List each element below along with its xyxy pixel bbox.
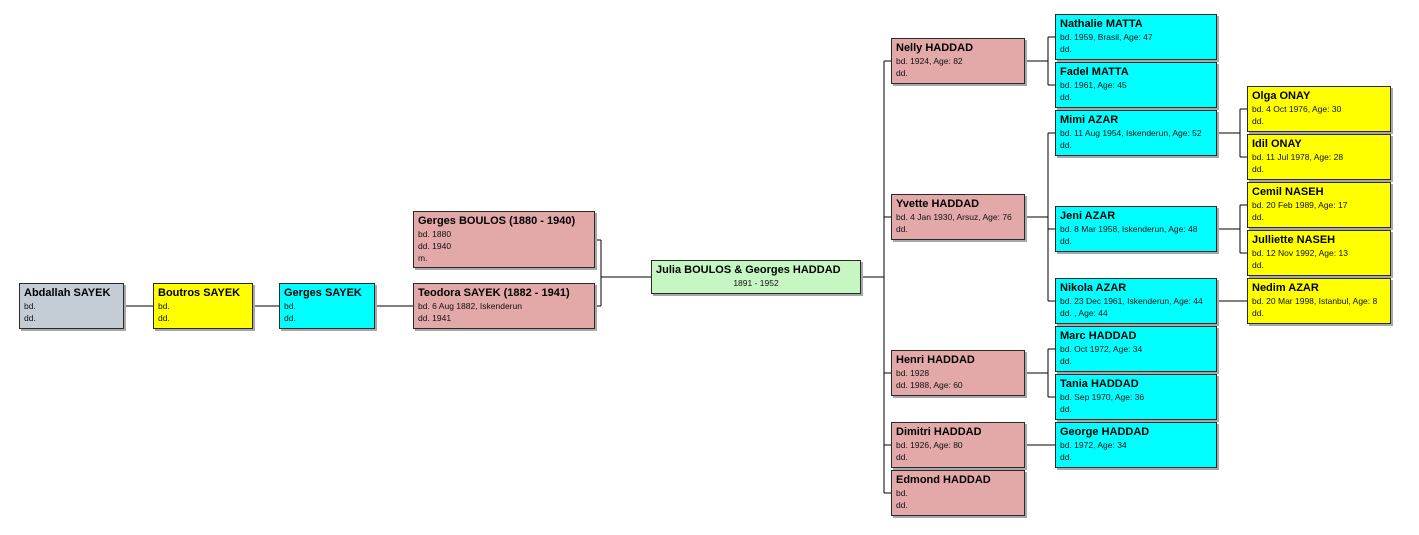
person-edmond-haddad[interactable]: Edmond HADDAD bd. dd. (891, 470, 1025, 516)
person-name: Gerges BOULOS (1880 - 1940) (418, 215, 576, 227)
death-info: dd. (24, 313, 36, 323)
person-gerges-boulos[interactable]: Gerges BOULOS (1880 - 1940) bd. 1880 dd.… (413, 211, 595, 268)
birth-info: bd. 6 Aug 1882, Iskenderun (418, 301, 522, 311)
birth-info: bd. (284, 301, 296, 311)
death-info: dd. (1060, 356, 1072, 366)
death-info: dd. (1060, 404, 1072, 414)
death-info: dd. 1941 (418, 313, 452, 323)
birth-info: bd. 1926, Age: 80 (896, 440, 963, 450)
death-info: dd. (896, 68, 908, 78)
birth-info: bd. (24, 301, 36, 311)
death-info: dd. (1060, 452, 1072, 462)
couple-name: Julia BOULOS & Georges HADDAD (656, 264, 841, 276)
birth-info: bd. Sep 1970, Age: 36 (1060, 392, 1145, 402)
birth-info: bd. 1961, Age: 45 (1060, 80, 1127, 90)
marriage-info: m. (418, 253, 428, 263)
person-abdallah-sayek[interactable]: Abdallah SAYEK bd. dd. (19, 283, 124, 329)
person-name: Jeni AZAR (1060, 210, 1116, 222)
birth-info: bd. (158, 301, 170, 311)
person-name: Boutros SAYEK (158, 287, 241, 299)
person-name: Fadel MATTA (1060, 66, 1129, 78)
person-name: George HADDAD (1060, 426, 1150, 438)
death-info: dd. (1060, 236, 1072, 246)
person-name: Yvette HADDAD (896, 198, 980, 210)
person-julliette-naseh[interactable]: Julliette NASEH bd. 12 Nov 1992, Age: 13… (1247, 230, 1391, 276)
person-name: Edmond HADDAD (896, 474, 991, 486)
birth-info: bd. 20 Feb 1989, Age: 17 (1252, 200, 1348, 210)
person-name: Idil ONAY (1252, 138, 1302, 150)
person-nelly-haddad[interactable]: Nelly HADDAD bd. 1924, Age: 82 dd. (891, 38, 1025, 84)
birth-info: bd. 4 Oct 1976, Age: 30 (1252, 104, 1342, 114)
birth-info: bd. 4 Jan 1930, Arsuz, Age: 76 (896, 212, 1012, 222)
person-teodora-sayek[interactable]: Teodora SAYEK (1882 - 1941) bd. 6 Aug 18… (413, 283, 595, 329)
person-gerges-sayek[interactable]: Gerges SAYEK bd. dd. (279, 283, 375, 329)
death-info: dd. , Age: 44 (1060, 308, 1108, 318)
person-marc-haddad[interactable]: Marc HADDAD bd. Oct 1972, Age: 34 dd. (1055, 326, 1217, 372)
death-info: dd. (284, 313, 296, 323)
couple-dates: 1891 - 1952 (733, 278, 779, 288)
person-yvette-haddad[interactable]: Yvette HADDAD bd. 4 Jan 1930, Arsuz, Age… (891, 194, 1025, 240)
birth-info: bd. 12 Nov 1992, Age: 13 (1252, 248, 1348, 258)
birth-info: bd. 1928 (896, 368, 930, 378)
death-info: dd. 1940 (418, 241, 452, 251)
person-nathalie-matta[interactable]: Nathalie MATTA bd. 1959, Brasil, Age: 47… (1055, 14, 1217, 60)
person-idil-onay[interactable]: Idil ONAY bd. 11 Jul 1978, Age: 28 dd. (1247, 134, 1391, 180)
person-cemil-naseh[interactable]: Cemil NASEH bd. 20 Feb 1989, Age: 17 dd. (1247, 182, 1391, 228)
person-name: Nikola AZAR (1060, 282, 1127, 294)
birth-info: bd. Oct 1972, Age: 34 (1060, 344, 1143, 354)
death-info: dd. (896, 452, 908, 462)
birth-info: bd. 20 Mar 1998, Istanbul, Age: 8 (1252, 296, 1378, 306)
root-couple-julia-georges[interactable]: Julia BOULOS & Georges HADDAD 1891 - 195… (651, 260, 861, 294)
birth-info: bd. 1880 (418, 229, 452, 239)
death-info: dd. (1252, 116, 1264, 126)
death-info: dd. (158, 313, 170, 323)
person-henri-haddad[interactable]: Henri HADDAD bd. 1928 dd. 1988, Age: 60 (891, 350, 1025, 396)
person-george-haddad[interactable]: George HADDAD bd. 1972, Age: 34 dd. (1055, 422, 1217, 468)
person-name: Nedim AZAR (1252, 282, 1319, 294)
person-tania-haddad[interactable]: Tania HADDAD bd. Sep 1970, Age: 36 dd. (1055, 374, 1217, 420)
death-info: dd. (1252, 308, 1264, 318)
person-name: Teodora SAYEK (1882 - 1941) (418, 287, 570, 299)
death-info: dd. (1252, 164, 1264, 174)
person-name: Nelly HADDAD (896, 42, 974, 54)
person-name: Gerges SAYEK (284, 287, 362, 299)
death-info: dd. (896, 224, 908, 234)
death-info: dd. (1060, 92, 1072, 102)
person-olga-onay[interactable]: Olga ONAY bd. 4 Oct 1976, Age: 30 dd. (1247, 86, 1391, 132)
birth-info: bd. 23 Dec 1961, Iskenderun, Age: 44 (1060, 296, 1203, 306)
person-name: Olga ONAY (1252, 90, 1311, 102)
person-mimi-azar[interactable]: Mimi AZAR bd. 11 Aug 1954, Iskenderun, A… (1055, 110, 1217, 156)
person-boutros-sayek[interactable]: Boutros SAYEK bd. dd. (153, 283, 253, 329)
person-dimitri-haddad[interactable]: Dimitri HADDAD bd. 1926, Age: 80 dd. (891, 422, 1025, 468)
person-nikola-azar[interactable]: Nikola AZAR bd. 23 Dec 1961, Iskenderun,… (1055, 278, 1217, 324)
person-nedim-azar[interactable]: Nedim AZAR bd. 20 Mar 1998, Istanbul, Ag… (1247, 278, 1391, 324)
person-name: Julliette NASEH (1252, 234, 1336, 246)
person-name: Tania HADDAD (1060, 378, 1139, 390)
birth-info: bd. 8 Mar 1958, Iskenderun, Age: 48 (1060, 224, 1198, 234)
death-info: dd. (896, 500, 908, 510)
person-name: Abdallah SAYEK (24, 287, 111, 299)
death-info: dd. (1060, 44, 1072, 54)
birth-info: bd. 1924, Age: 82 (896, 56, 963, 66)
person-name: Mimi AZAR (1060, 114, 1119, 126)
death-info: dd. (1060, 140, 1072, 150)
person-name: Nathalie MATTA (1060, 18, 1143, 30)
person-name: Henri HADDAD (896, 354, 975, 366)
birth-info: bd. (896, 488, 908, 498)
person-name: Cemil NASEH (1252, 186, 1324, 198)
person-name: Dimitri HADDAD (896, 426, 982, 438)
person-name: Marc HADDAD (1060, 330, 1137, 342)
person-jeni-azar[interactable]: Jeni AZAR bd. 8 Mar 1958, Iskenderun, Ag… (1055, 206, 1217, 252)
birth-info: bd. 11 Aug 1954, Iskenderun, Age: 52 (1060, 128, 1202, 138)
birth-info: bd. 11 Jul 1978, Age: 28 (1252, 152, 1344, 162)
birth-info: bd. 1972, Age: 34 (1060, 440, 1127, 450)
death-info: dd. (1252, 260, 1264, 270)
death-info: dd. (1252, 212, 1264, 222)
birth-info: bd. 1959, Brasil, Age: 47 (1060, 32, 1153, 42)
person-fadel-matta[interactable]: Fadel MATTA bd. 1961, Age: 45 dd. (1055, 62, 1217, 108)
death-info: dd. 1988, Age: 60 (896, 380, 963, 390)
